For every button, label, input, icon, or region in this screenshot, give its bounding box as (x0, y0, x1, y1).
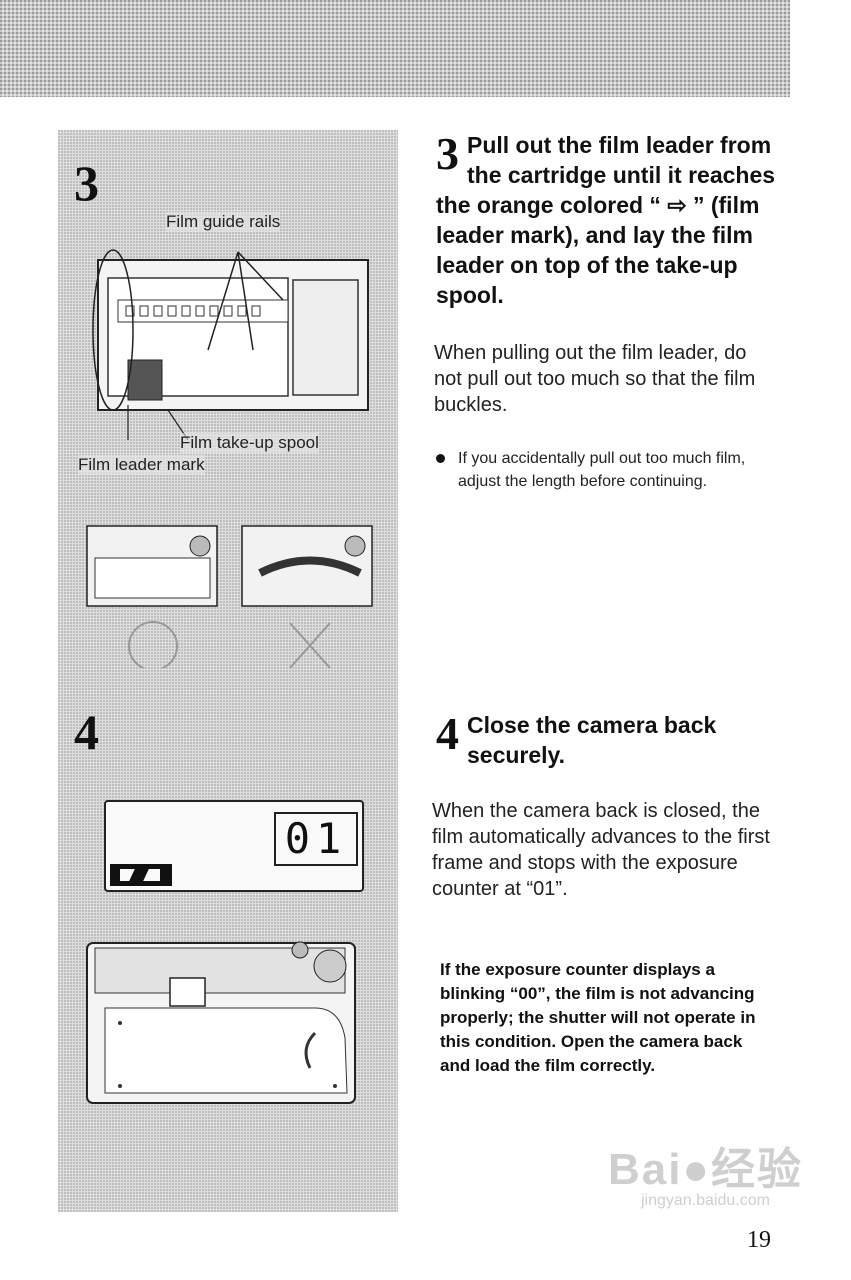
header-band (0, 0, 790, 97)
step3-heading-text: Pull out the film leader from the cartri… (436, 132, 776, 308)
label-guide-rails: Film guide rails (166, 212, 281, 232)
page-number: 19 (747, 1227, 771, 1253)
lcd-panel: 01 (104, 800, 364, 892)
watermark-brand: Bai●经验 (607, 1145, 803, 1194)
incorrect-loading-illustration (241, 525, 373, 668)
step3-heading: 3 Pull out the film leader from the cart… (436, 130, 781, 310)
figure-number-4: 4 (74, 704, 99, 760)
camera-open-back-illustration (92, 249, 369, 440)
step4-body: When the camera back is closed, the film… (432, 800, 770, 900)
figure-number-3: 3 (74, 155, 99, 211)
step3-bullet-text: If you accidentally pull out too much fi… (458, 450, 746, 490)
step4-heading-text: Close the camera back securely. (467, 712, 717, 768)
step3-bullet: If you accidentally pull out too much fi… (434, 447, 758, 493)
exposure-counter: 01 (274, 812, 358, 866)
battery-icon (110, 864, 172, 886)
label-takeup-spool: Film take-up spool (180, 433, 319, 453)
bullet-dot-icon (436, 454, 445, 463)
step3-body: When pulling out the film leader, do not… (434, 342, 756, 416)
label-leader-mark: Film leader mark (78, 455, 205, 475)
step4-heading: 4 Close the camera back securely. (436, 710, 781, 770)
watermark-url: jingyan.baidu.com (640, 1192, 770, 1209)
step3-number: 3 (436, 128, 459, 179)
correct-loading-illustration (86, 525, 218, 668)
step4-number: 4 (436, 708, 459, 759)
step4-warning: If the exposure counter displays a blink… (440, 960, 756, 1075)
camera-closed-illustration (86, 941, 356, 1104)
baidu-watermark: Bai●经验 jingyan.baidu.com (608, 1148, 803, 1210)
